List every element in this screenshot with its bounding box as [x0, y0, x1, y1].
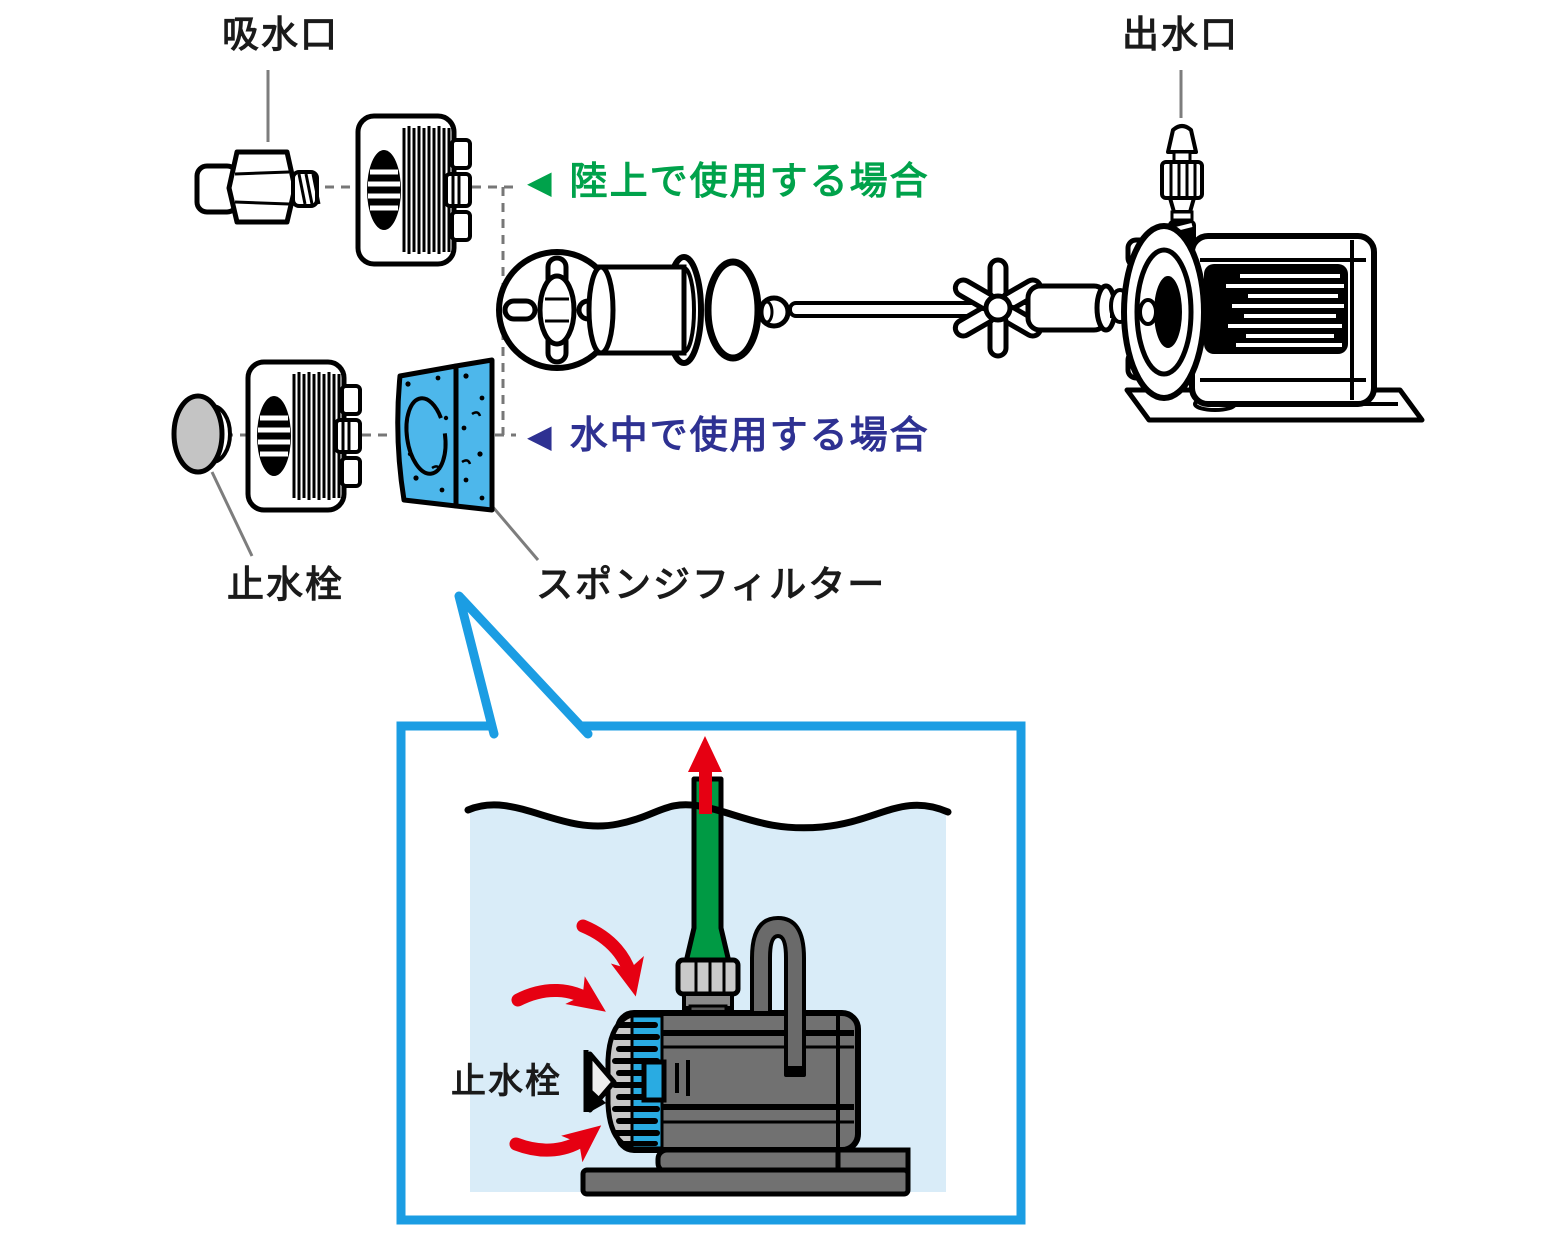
inset-pump — [464, 736, 952, 1197]
intake-port-label: 吸水口 — [222, 14, 339, 55]
flow-arrows — [509, 919, 644, 1163]
impeller — [952, 257, 1128, 359]
inset-base — [580, 1147, 911, 1197]
shaft-bushing — [586, 254, 704, 366]
shaft-knob — [757, 295, 791, 329]
sponge-filter-block — [395, 357, 495, 513]
underwater-use-text: 水中で使用する場合 — [569, 415, 930, 457]
intake-strainer-cage — [358, 116, 470, 264]
gasket — [704, 258, 762, 362]
left-triangle-icon: ◀ — [527, 418, 554, 454]
flow-up-arrow — [688, 736, 722, 814]
intake-connector — [194, 149, 321, 225]
pump-body — [1109, 223, 1425, 423]
pump-cover — [496, 249, 627, 371]
stop-plug-disc — [171, 393, 232, 475]
left-triangle-icon: ◀ — [527, 164, 554, 200]
sponge-filter-label: スポンジフィルター — [536, 564, 887, 605]
underwater-use-label: ◀ 水中で使用する場合 — [527, 417, 930, 455]
land-use-label: ◀ 陸上で使用する場合 — [527, 163, 930, 201]
bottom-strainer-cage — [248, 362, 360, 510]
leader-lines — [210, 70, 1183, 561]
inset-stop-plug-label: 止水栓 — [451, 1062, 563, 1101]
hose-collar — [675, 957, 741, 1018]
land-use-text: 陸上で使用する場合 — [569, 161, 930, 203]
stop-plug-indicator — [583, 1050, 617, 1113]
outlet-port-label: 出水口 — [1122, 14, 1239, 55]
stop-plug-label: 止水栓 — [227, 564, 344, 605]
